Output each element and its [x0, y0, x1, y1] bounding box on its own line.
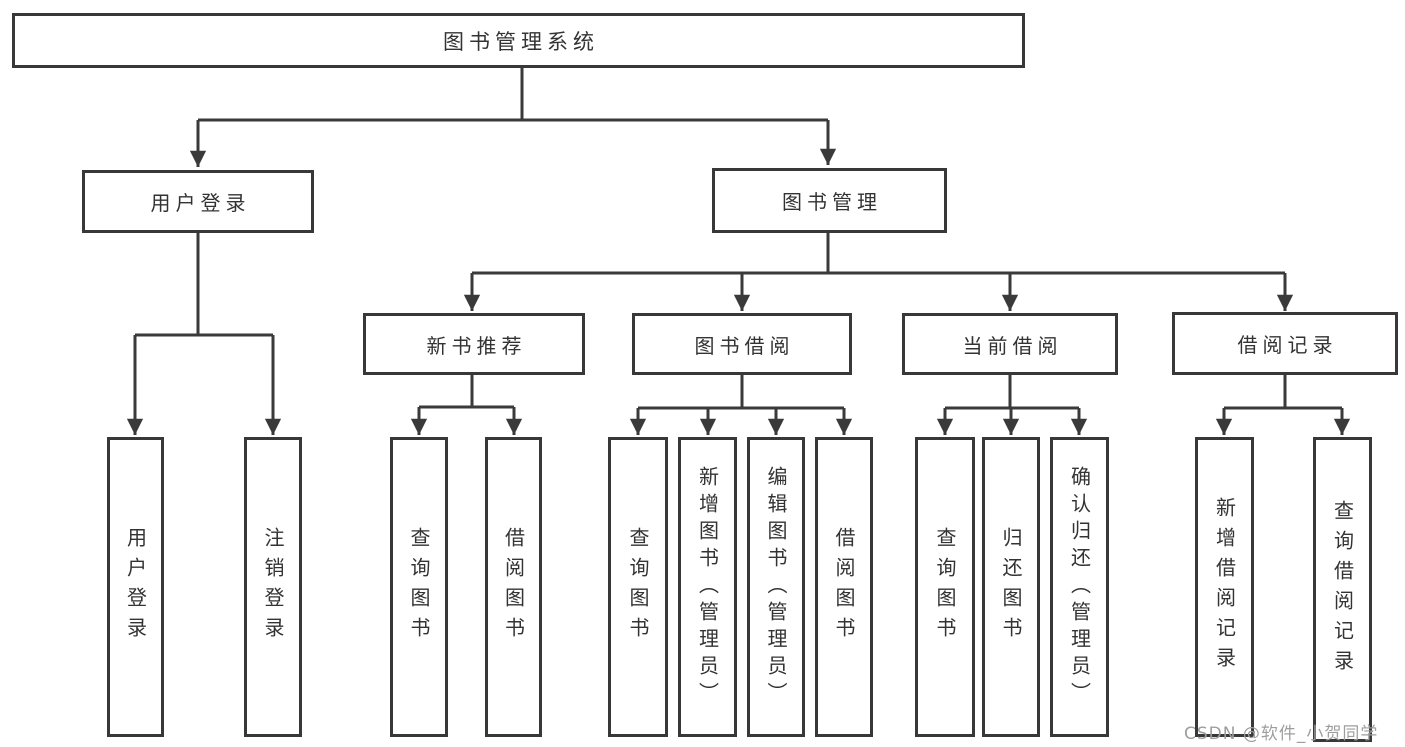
leaf-query-book-recommend: 查询图书 [390, 437, 448, 737]
leaf-return-book: 归还图书 [982, 437, 1040, 737]
node-new-book-recommend: 新书推荐 [363, 313, 585, 375]
node-current-borrow: 当前借阅 [902, 313, 1118, 375]
csdn-watermark: CSDN @软件_小贺同学 [1184, 724, 1379, 744]
node-book-management: 图书管理 [712, 168, 947, 233]
node-borrow-records: 借阅记录 [1172, 312, 1398, 375]
leaf-borrow-book-recommend: 借阅图书 [485, 437, 542, 737]
leaf-borrow-book-borrow: 借阅图书 [815, 437, 873, 737]
leaf-logout: 注销登录 [244, 437, 302, 737]
leaf-add-book-admin: 新增图书（管理员） [678, 437, 737, 737]
leaf-confirm-return-admin: 确认归还（管理员） [1050, 437, 1109, 737]
node-book-borrow: 图书借阅 [632, 313, 852, 375]
leaf-edit-book-admin: 编辑图书（管理员） [747, 437, 805, 737]
node-user-login: 用户登录 [82, 170, 314, 233]
node-library-management-system: 图书管理系统 [12, 13, 1025, 68]
leaf-query-book-current: 查询图书 [915, 437, 975, 737]
leaf-user-login: 用户登录 [107, 437, 164, 737]
leaf-query-borrow-record: 查询借阅记录 [1313, 437, 1372, 742]
leaf-query-book-borrow: 查询图书 [608, 437, 668, 737]
connector-group [126, 68, 1351, 435]
leaf-add-borrow-record: 新增借阅记录 [1195, 437, 1254, 737]
